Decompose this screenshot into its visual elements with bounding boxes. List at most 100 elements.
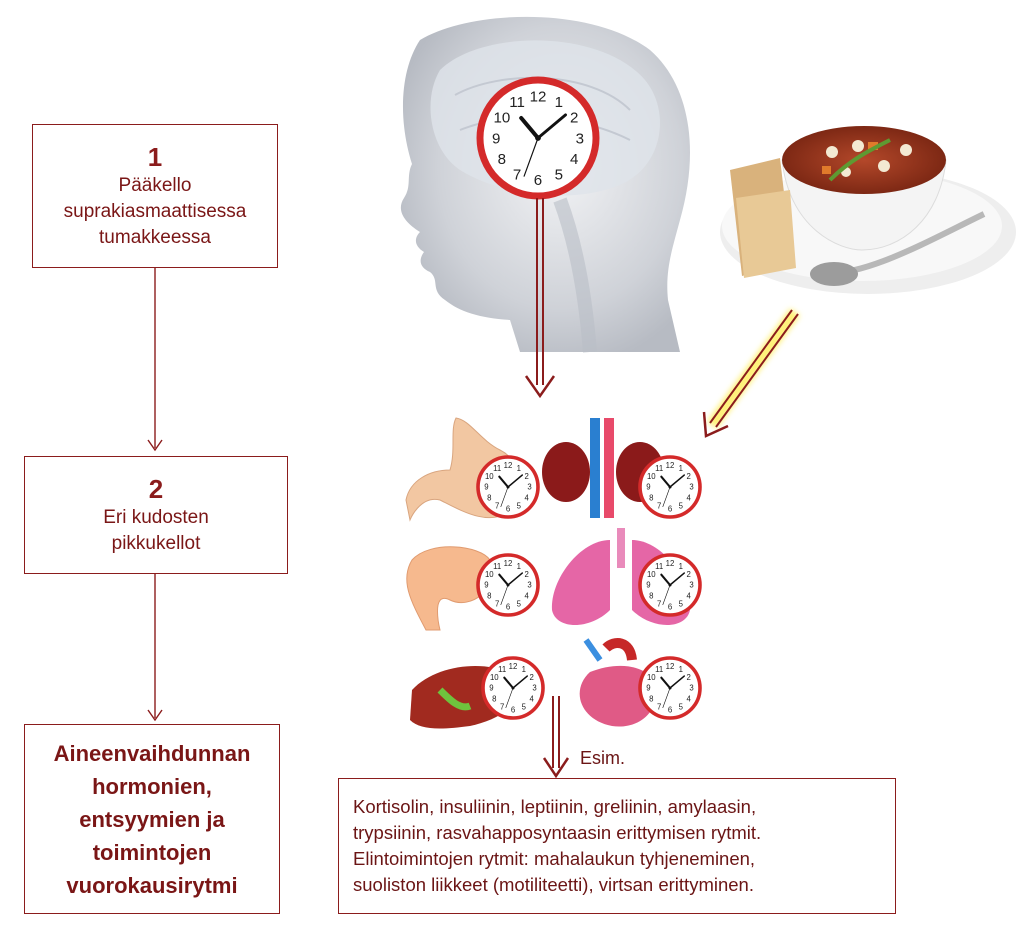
clock-hand — [662, 486, 671, 508]
clock-numeral: 3 — [527, 483, 531, 492]
box-line: Elintoimintojen rytmit: mahalaukun tyhje… — [353, 848, 756, 869]
box-line: hormonien, — [92, 773, 212, 799]
clock-numeral: 11 — [493, 464, 501, 473]
clock-numeral: 6 — [506, 602, 510, 611]
clock-numeral: 10 — [485, 472, 494, 481]
box-line: suoliston liikkeet (motiliteetti), virts… — [353, 874, 754, 895]
clock-hand — [669, 675, 685, 689]
box-line: Pääkello — [118, 175, 192, 196]
clock-hand — [503, 676, 515, 690]
clock-numeral: 1 — [522, 665, 526, 674]
outcome-box: Aineenvaihdunnan hormonien, entsyymien j… — [24, 724, 280, 914]
organ-intestine — [406, 546, 493, 631]
clock-numeral: 6 — [511, 705, 515, 714]
brain-to-organs-arrow — [524, 198, 556, 399]
clock-numeral: 12 — [530, 89, 547, 106]
step-number: 1 — [147, 142, 163, 172]
clock-hand — [500, 584, 509, 606]
clock-numeral: 12 — [666, 461, 675, 470]
clock-numeral: 9 — [489, 684, 493, 693]
clock-numeral: 7 — [500, 702, 504, 711]
clock-numeral: 5 — [679, 702, 684, 711]
clock-center — [668, 686, 672, 690]
clock-numeral: 12 — [509, 662, 518, 671]
clock-numeral: 1 — [679, 464, 683, 473]
clock-numeral: 2 — [570, 109, 578, 126]
box-line: trypsiinin, rasvahapposyntaasin erittymi… — [353, 822, 762, 843]
master-clock-box: 1 Pääkello suprakiasmaattisessa tumakkee… — [32, 124, 278, 268]
clock-numeral: 7 — [657, 702, 661, 711]
box-line: toimintojen — [92, 839, 212, 865]
clock-numeral: 4 — [687, 592, 692, 601]
clock-numeral: 6 — [668, 705, 672, 714]
clock-center — [511, 686, 515, 690]
clock-numeral: 8 — [649, 494, 653, 503]
clock-hand — [507, 474, 523, 488]
clock-numeral: 5 — [679, 599, 684, 608]
organs-to-example-arrow — [542, 696, 570, 779]
clock-numeral: 2 — [687, 570, 691, 579]
clock-numeral: 11 — [498, 665, 506, 674]
clock-numeral: 4 — [525, 592, 530, 601]
clock-hand — [498, 475, 510, 489]
clock-numeral: 10 — [647, 673, 656, 682]
clock-numeral: 8 — [498, 151, 506, 168]
clock-numeral: 9 — [492, 130, 500, 147]
example-box: Kortisolin, insuliinin, leptiinin, greli… — [338, 778, 896, 914]
clock-center — [668, 485, 672, 489]
clock-numeral: 11 — [655, 665, 663, 674]
clock-numeral: 7 — [513, 166, 521, 183]
soup-illustration — [720, 126, 1016, 294]
clock-hand — [662, 584, 671, 606]
clock-hand — [500, 486, 509, 508]
peripheral-clocks-box: 2 Eri kudosten pikkukellot — [24, 456, 288, 574]
clock-center — [668, 583, 672, 587]
clock-numeral: 8 — [492, 695, 496, 704]
clock-numeral: 3 — [689, 684, 693, 693]
clock-hand — [498, 573, 510, 587]
clock-numeral: 4 — [687, 494, 692, 503]
clock-numeral: 9 — [484, 483, 488, 492]
clock-numeral: 3 — [532, 684, 536, 693]
clock-numeral: 5 — [522, 702, 527, 711]
clock-hand — [669, 474, 685, 488]
clock-hand — [519, 115, 541, 141]
clock-numeral: 4 — [530, 695, 535, 704]
clock-numeral: 3 — [689, 581, 693, 590]
clock-hand — [536, 113, 567, 140]
clock-numeral: 5 — [517, 501, 522, 510]
clock-numeral: 7 — [657, 501, 661, 510]
clock-numeral: 3 — [527, 581, 531, 590]
clock-numeral: 4 — [570, 151, 578, 168]
clock-numeral: 2 — [530, 673, 534, 682]
clock-numeral: 2 — [525, 472, 529, 481]
clock-numeral: 2 — [687, 472, 691, 481]
clock-numeral: 10 — [647, 472, 656, 481]
clock-numeral: 8 — [649, 695, 653, 704]
step-number: 2 — [148, 474, 164, 504]
clock-hand — [660, 475, 672, 489]
clock-numeral: 1 — [517, 464, 521, 473]
organ-heart — [579, 638, 657, 727]
clock-numeral: 9 — [484, 581, 488, 590]
clock-numeral: 3 — [576, 130, 584, 147]
clock-numeral: 6 — [506, 504, 510, 513]
clock-hand — [669, 572, 685, 586]
clock-numeral: 10 — [647, 570, 656, 579]
clock-numeral: 8 — [487, 494, 491, 503]
clock-numeral: 9 — [646, 581, 650, 590]
clock-numeral: 12 — [504, 461, 513, 470]
clock-numeral: 8 — [649, 592, 653, 601]
clock-hand — [660, 573, 672, 587]
clock-hand — [505, 687, 514, 709]
clock-hand — [662, 687, 671, 709]
clock-numeral: 7 — [657, 599, 661, 608]
clock-numeral: 3 — [689, 483, 693, 492]
example-label: Esim. — [580, 748, 625, 768]
